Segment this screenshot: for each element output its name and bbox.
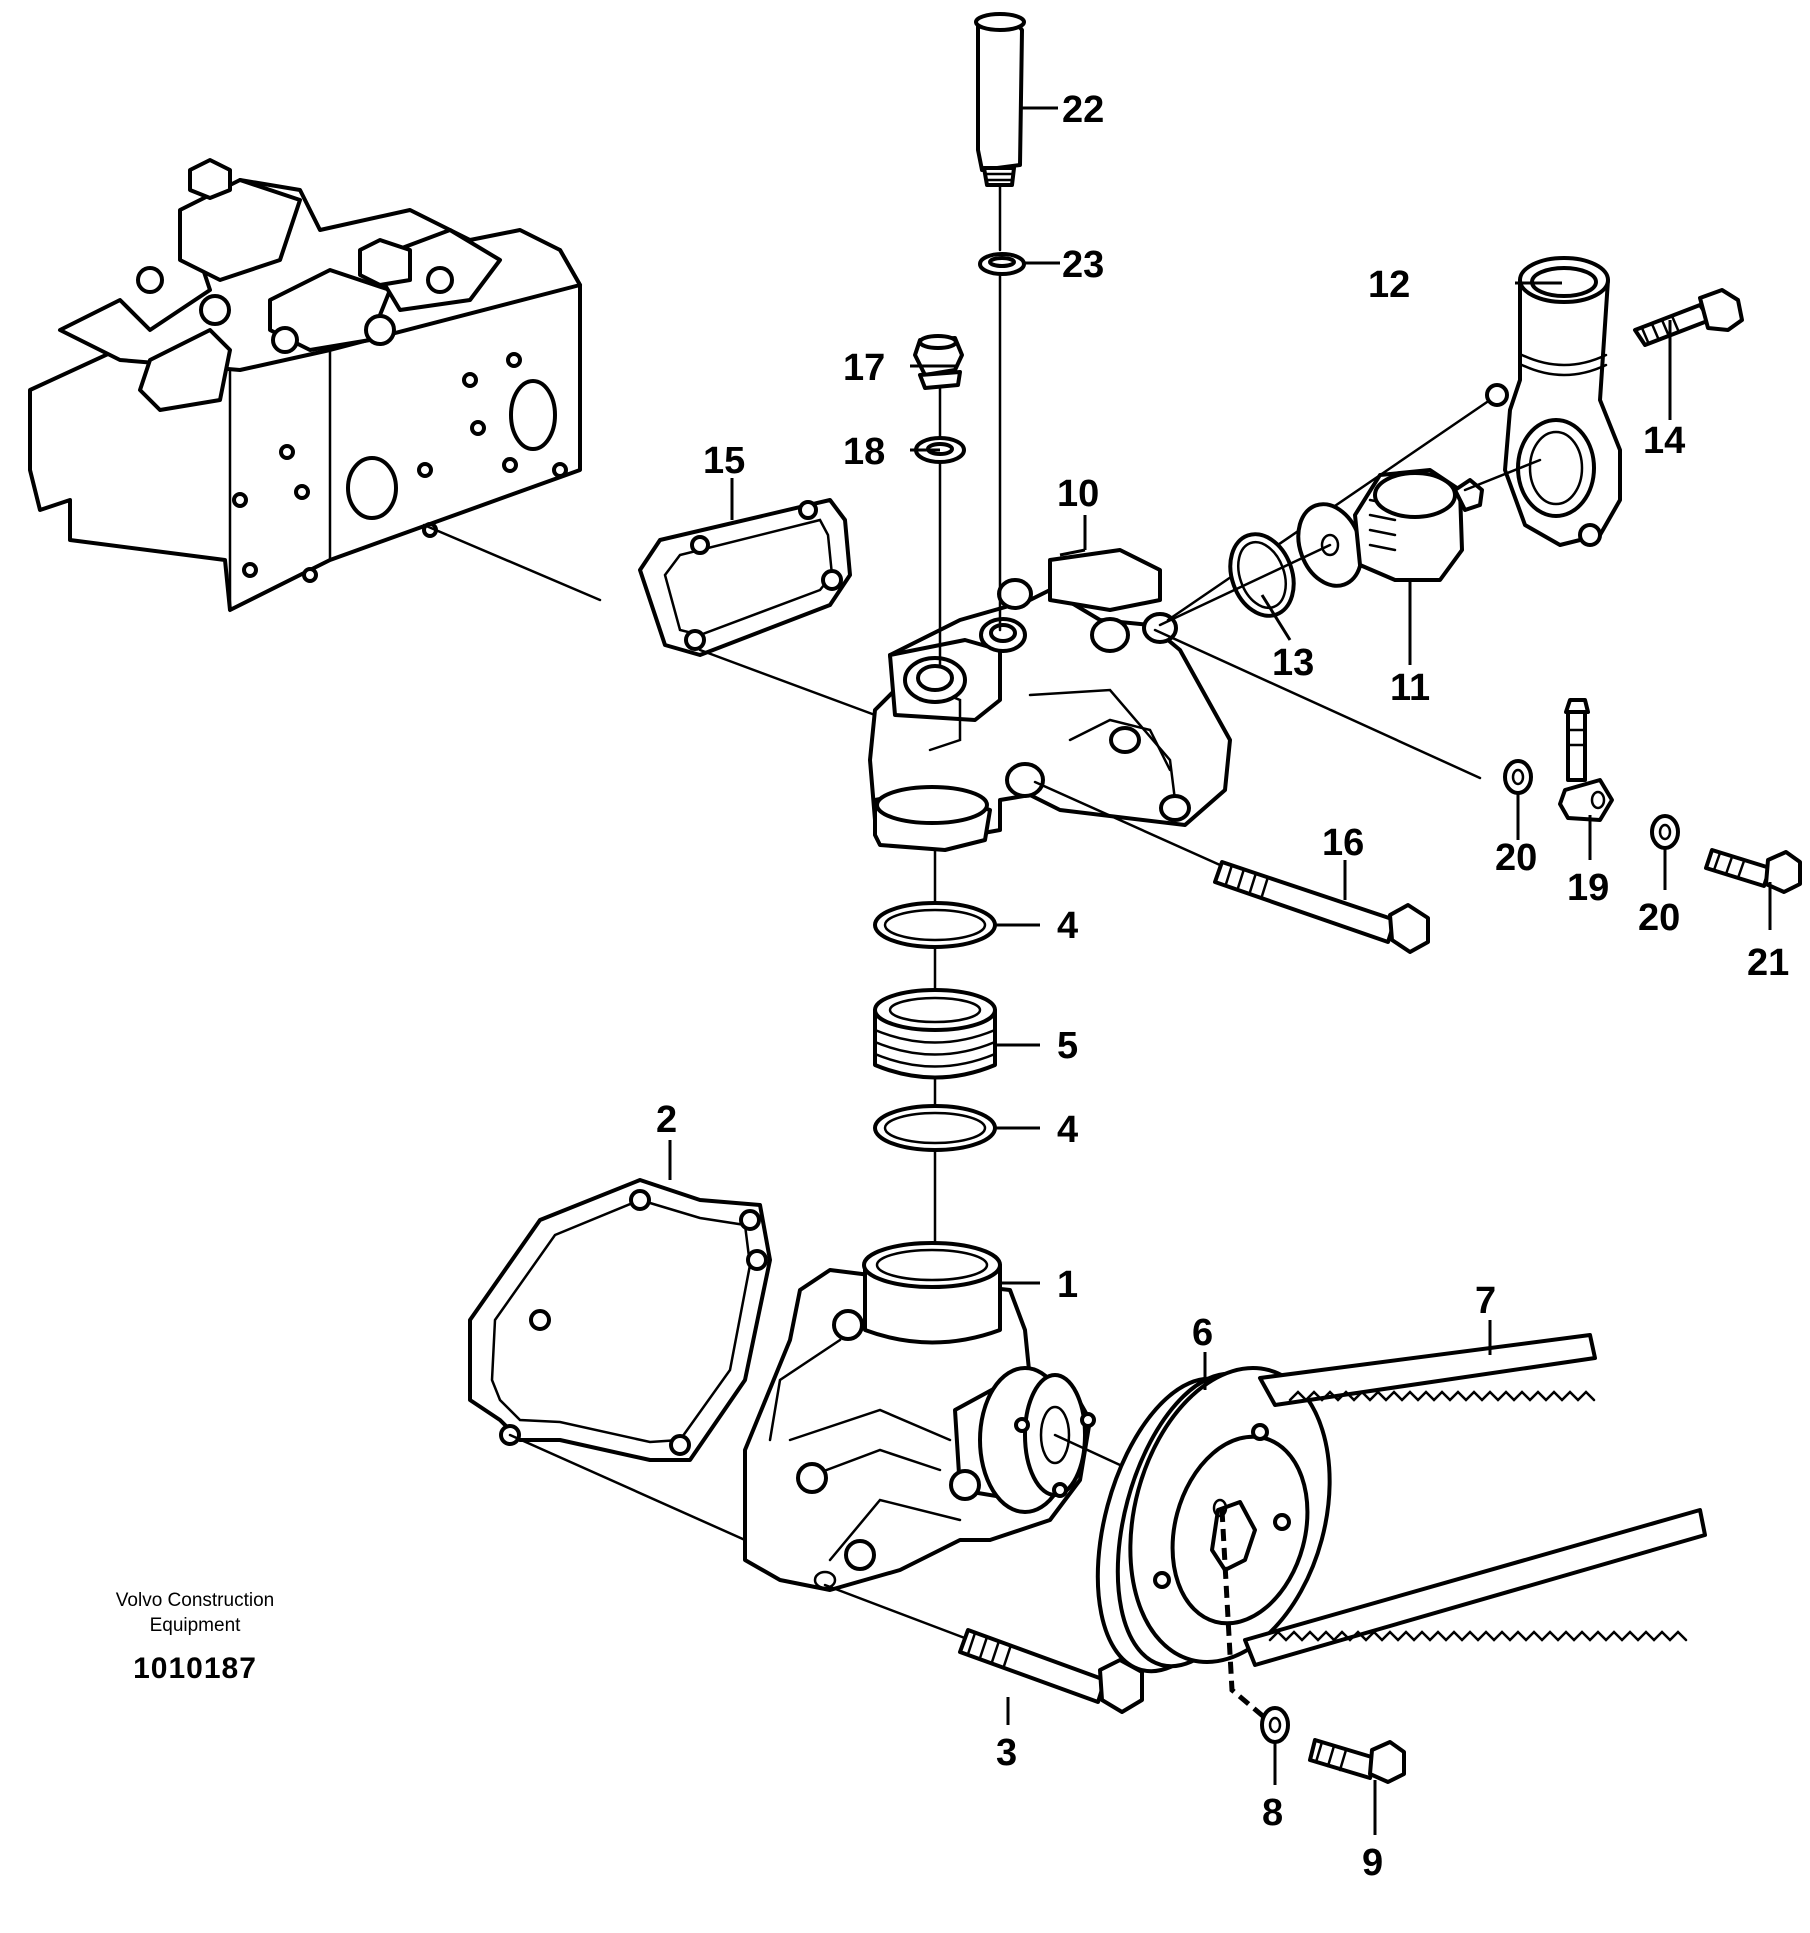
- v-belt-part: [1243, 1333, 1707, 1667]
- callout-1: 1: [1057, 1264, 1078, 1306]
- callout-21: 21: [1747, 942, 1789, 984]
- callout-10: 10: [1057, 473, 1099, 515]
- sensor-washer-part: [978, 252, 1026, 276]
- water-pump-housing-part: [743, 1241, 1096, 1592]
- thermostat-part: [1296, 468, 1484, 588]
- callout-17: 17: [843, 347, 885, 389]
- callout-8: 8: [1262, 1792, 1283, 1834]
- callout-22: 22: [1062, 89, 1104, 131]
- callout-numbers: 22 23 17 18 15 10 12 14 13 11 20 19 20 2…: [656, 89, 1789, 1884]
- elbow-bolt-part: [1633, 288, 1744, 347]
- thermostat-housing-part: [868, 548, 1232, 852]
- connection-sleeve-part: [873, 988, 997, 1080]
- callout-16: 16: [1322, 822, 1364, 864]
- pump-gasket-part: [468, 1178, 772, 1462]
- pulley-part: [1095, 1366, 1332, 1674]
- callout-6: 6: [1192, 1312, 1213, 1354]
- pump-bolt-part: [958, 1628, 1144, 1714]
- callout-11: 11: [1390, 667, 1430, 709]
- brand-line-2: Equipment: [149, 1615, 241, 1636]
- callout-2: 2: [656, 1099, 677, 1141]
- callout-7: 7: [1475, 1280, 1496, 1322]
- callout-18: 18: [843, 431, 885, 473]
- callout-15: 15: [703, 440, 745, 482]
- callout-13: 13: [1272, 642, 1314, 684]
- callout-4-lower: 4: [1057, 1109, 1078, 1151]
- callout-9: 9: [1362, 1842, 1383, 1884]
- outlet-elbow-part: [1485, 256, 1622, 547]
- housing-gasket-part: [638, 498, 852, 657]
- pulley-washer-part: [1260, 1706, 1290, 1744]
- sealing-washer-left-part: [1503, 759, 1533, 795]
- o-ring-lower-part: [873, 1104, 997, 1152]
- cylinder-head: [28, 158, 582, 612]
- o-ring-upper-part: [873, 901, 997, 949]
- callout-4-upper: 4: [1057, 905, 1078, 947]
- callout-5: 5: [1057, 1025, 1078, 1067]
- callout-14: 14: [1643, 420, 1685, 462]
- callout-23: 23: [1062, 244, 1104, 286]
- brand-line-1: Volvo Construction: [115, 1590, 275, 1611]
- plug-part: [913, 334, 964, 390]
- callout-20-left: 20: [1495, 837, 1537, 879]
- drawing-caption: Volvo Construction Equipment 1010187: [80, 1588, 310, 1686]
- hose-nipple-part: [1558, 698, 1614, 822]
- banjo-bolt-part: [1704, 848, 1802, 894]
- sealing-washer-right-part: [1650, 814, 1680, 850]
- callout-12: 12: [1368, 264, 1410, 306]
- callout-19: 19: [1567, 867, 1609, 909]
- pulley-bolt-part: [1308, 1738, 1406, 1784]
- thermostat-seal-part: [1228, 532, 1296, 618]
- callout-3: 3: [996, 1732, 1017, 1774]
- drawing-number: 1010187: [133, 1652, 257, 1685]
- callout-20-right: 20: [1638, 897, 1680, 939]
- housing-bolt-part: [1213, 860, 1430, 954]
- callout-leaders: [668, 106, 1772, 1835]
- sensor-part: [974, 12, 1026, 187]
